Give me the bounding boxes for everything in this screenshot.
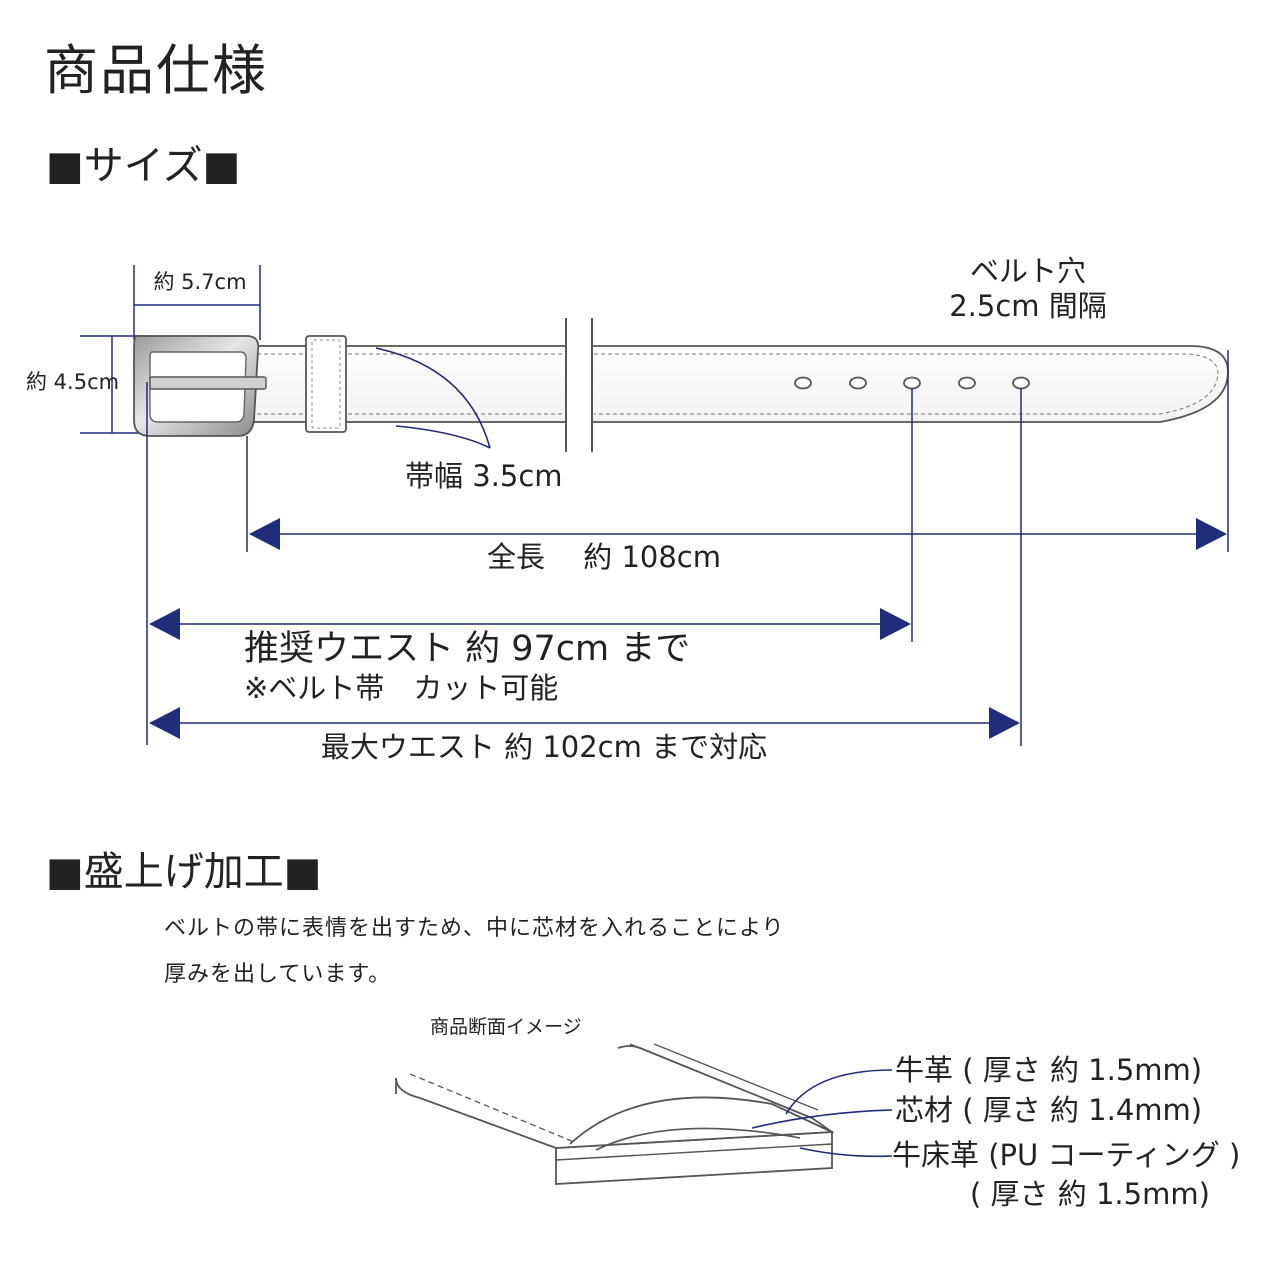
total-length-arrow [249, 518, 1227, 550]
belt-holes [794, 376, 1030, 390]
total-length-label: 全長 約 108cm [487, 540, 721, 574]
hole-label-line1: ベルト穴 [969, 254, 1087, 288]
max-waist-arrow [149, 707, 1020, 739]
belt-hole [1012, 376, 1030, 390]
layer-bottom-label-line1: 牛床革 (PU コーティング ) [892, 1138, 1241, 1172]
recommended-waist-label: 推奨ウエスト 約 97cm まで [244, 629, 691, 669]
belt-hole [794, 376, 812, 390]
belt-hole [958, 376, 976, 390]
diagram-caption: 商品断面イメージ [430, 1016, 582, 1038]
buckle-width-dimension [133, 265, 261, 340]
cross-section-diagram [395, 1043, 893, 1185]
belt-hole [903, 376, 921, 390]
layer-bottom-label-line2: ( 厚さ 約 1.5mm) [970, 1177, 1210, 1211]
buckle-width-label: 約 5.7cm [153, 270, 247, 294]
recommended-waist-arrow [149, 608, 911, 640]
strap-width-label: 帯幅 3.5cm [405, 459, 563, 493]
hole-label-line2: 2.5cm 間隔 [949, 289, 1107, 323]
belt-hole [849, 376, 867, 390]
buckle-height-label: 約 4.5cm [26, 370, 120, 394]
size-section-heading: ■サイズ■ [46, 143, 241, 189]
cut-note: ※ベルト帯 カット可能 [244, 671, 559, 705]
page-title: 商品仕様 [44, 39, 268, 102]
strap-width-callout [375, 347, 491, 449]
belt-keeper [305, 335, 347, 433]
description-line2: 厚みを出しています。 [164, 962, 392, 987]
description-line1: ベルトの帯に表情を出すため、中に芯材を入れることにより [164, 916, 785, 941]
reference-lines [146, 350, 1229, 746]
finish-section-heading: ■盛上げ加工■ [46, 849, 322, 895]
belt-strap-left [247, 345, 567, 423]
layer-top-label: 牛革 ( 厚さ 約 1.5mm) [895, 1053, 1203, 1087]
buckle-icon [133, 335, 267, 437]
break-marks [565, 318, 593, 452]
max-waist-label: 最大ウエスト 約 102cm まで対応 [320, 730, 768, 764]
layer-core-label: 芯材 ( 厚さ 約 1.4mm) [895, 1093, 1203, 1127]
